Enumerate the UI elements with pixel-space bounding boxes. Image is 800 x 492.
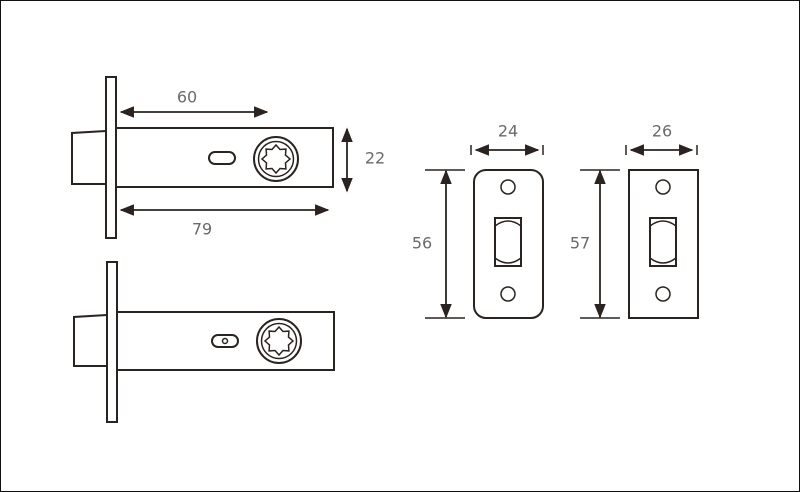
dim-label-79: 79 bbox=[192, 220, 212, 239]
strike-plate-rounded: 56 24 bbox=[412, 122, 544, 319]
latch-body bbox=[115, 127, 334, 188]
dim-label-60: 60 bbox=[177, 88, 197, 107]
latch-tongue bbox=[71, 130, 107, 185]
faceplate bbox=[105, 76, 117, 239]
spindle-icon bbox=[253, 136, 299, 182]
slot-pin bbox=[221, 337, 229, 345]
strike-plate-square: 57 26 bbox=[570, 122, 699, 319]
dim-label-24: 24 bbox=[498, 122, 518, 141]
dim-label-56: 56 bbox=[412, 234, 432, 253]
plate-outline bbox=[473, 169, 544, 319]
dim-label-22: 22 bbox=[365, 149, 385, 168]
slot bbox=[211, 334, 239, 348]
latch-body bbox=[116, 311, 335, 371]
latch-bottom bbox=[73, 261, 335, 423]
slot bbox=[208, 151, 236, 165]
screw-hole bbox=[500, 286, 516, 302]
screw-hole bbox=[500, 179, 516, 195]
dim-label-57: 57 bbox=[570, 234, 590, 253]
screw-hole bbox=[655, 286, 671, 302]
dim-label-26: 26 bbox=[652, 122, 672, 141]
latch-tongue bbox=[73, 314, 108, 367]
latch-aperture bbox=[494, 217, 522, 267]
spindle-icon bbox=[256, 318, 302, 364]
faceplate bbox=[106, 261, 118, 423]
plate-outline bbox=[628, 169, 699, 319]
screw-hole bbox=[655, 179, 671, 195]
latch-aperture bbox=[649, 217, 677, 267]
latch-top: 60 79 22 bbox=[71, 76, 385, 239]
